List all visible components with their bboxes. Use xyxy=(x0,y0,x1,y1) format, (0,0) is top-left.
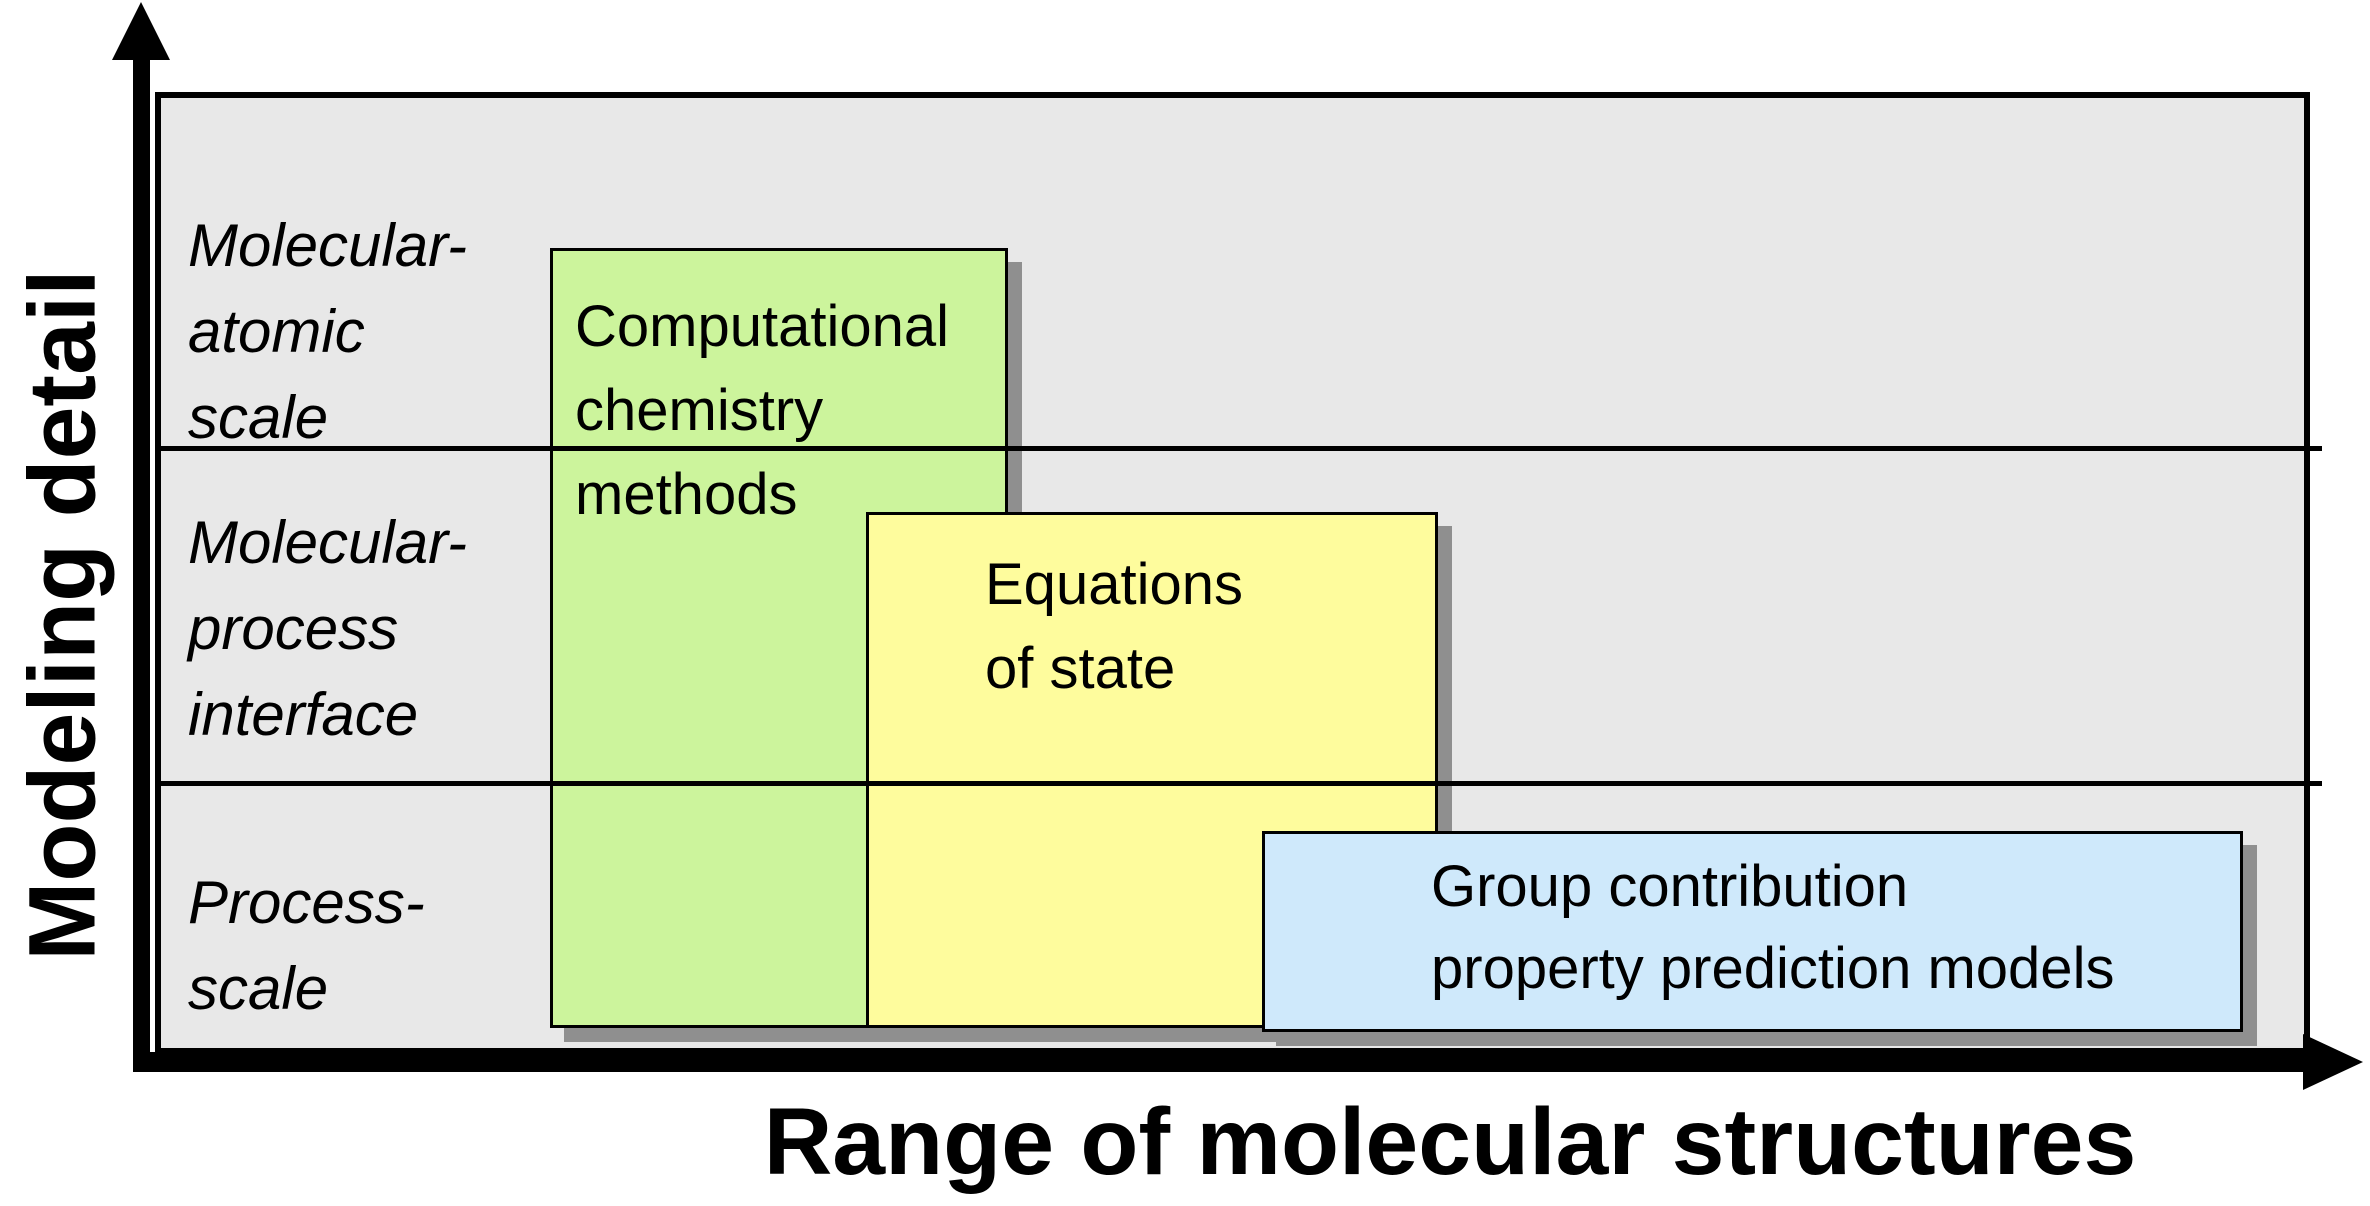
row-label-process-scale: Process- scale xyxy=(188,860,425,1032)
y-axis-line xyxy=(133,40,150,1072)
row-label-line: process xyxy=(188,595,399,662)
x-axis-arrowhead-icon xyxy=(2303,1034,2363,1090)
row-label-line: Molecular- xyxy=(188,212,467,279)
row-label-line: scale xyxy=(188,955,329,1022)
row-label-molecular-process-interface: Molecular- process interface xyxy=(188,500,467,758)
grid-line-1 xyxy=(155,446,2322,451)
row-label-line: Molecular- xyxy=(188,509,467,576)
grid-line-2 xyxy=(155,781,2322,786)
row-label-line: Process- xyxy=(188,869,425,936)
x-axis-line xyxy=(133,1052,2303,1072)
box-label: Equations of state xyxy=(985,552,1243,701)
x-axis-title: Range of molecular structures xyxy=(763,1089,2137,1195)
y-axis-title: Modeling detail xyxy=(9,269,116,961)
y-axis-arrowhead-icon xyxy=(112,2,170,60)
row-label-line: interface xyxy=(188,681,419,748)
row-label-line: scale xyxy=(188,384,329,451)
box-label: Group contribution property prediction m… xyxy=(1431,854,2115,1001)
row-label-molecular-atomic-scale: Molecular- atomic scale xyxy=(188,203,467,461)
box-label: Computational chemistry methods xyxy=(575,294,949,527)
row-label-line: atomic xyxy=(188,298,365,365)
box-group-contribution-models: Group contribution property prediction m… xyxy=(1262,831,2243,1032)
